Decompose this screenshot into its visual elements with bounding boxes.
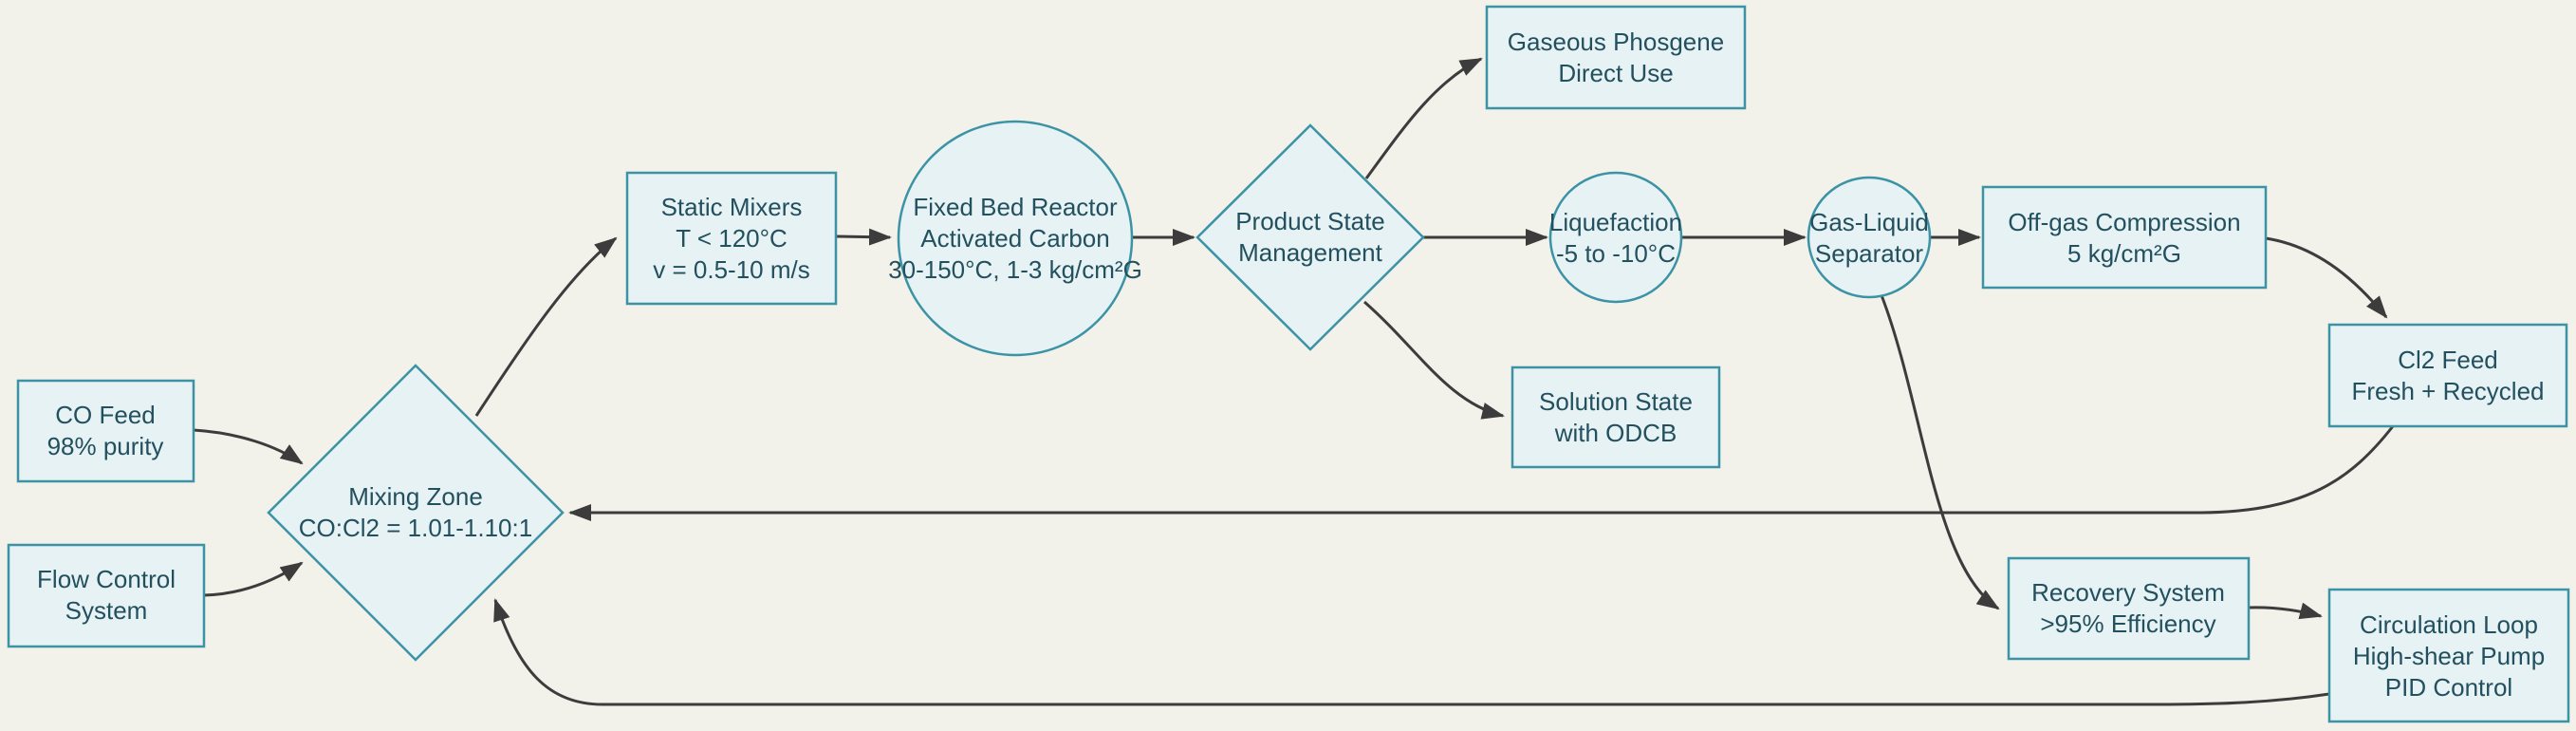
static-mixers-label-line1: Static Mixers — [661, 193, 803, 221]
cl2-feed-label-line2: Fresh + Recycled — [2351, 377, 2544, 405]
node-offgas-compression: Off-gas Compression 5 kg/cm²G — [1981, 185, 2268, 290]
recovery-system-label-line2: >95% Efficiency — [2040, 609, 2215, 638]
circulation-loop-label-line1: Circulation Loop — [2360, 610, 2538, 639]
mixing-zone-label-line1: Mixing Zone — [348, 482, 483, 511]
fixed-bed-reactor-label-line3: 30-150°C, 1-3 kg/cm²G — [888, 255, 1142, 284]
node-flow-control: Flow Control System — [7, 543, 206, 648]
offgas-compression-label-line2: 5 kg/cm²G — [2067, 239, 2181, 268]
liquefaction-shape — [1548, 171, 1683, 304]
gaseous-phosgene-label-line2: Direct Use — [1558, 59, 1673, 87]
fixed-bed-reactor-label-line1: Fixed Bed Reactor — [913, 193, 1118, 221]
edge-circulation-loop-to-mixing-zone — [493, 598, 2330, 706]
product-state-label-line2: Management — [1238, 238, 1383, 267]
circulation-loop-label-line2: High-shear Pump — [2353, 642, 2545, 670]
edge-flow-control-to-mixing-zone — [203, 561, 304, 597]
gaseous-phosgene-shape — [1485, 5, 1747, 110]
flow-control-label-line1: Flow Control — [37, 565, 176, 593]
static-mixers-label-line3: v = 0.5-10 m/s — [653, 255, 809, 284]
co-feed-shape — [16, 379, 195, 483]
flow-control-label-line2: System — [65, 596, 148, 625]
edge-gas-liquid-separator-to-recovery-system — [1880, 294, 2000, 610]
liquefaction-label-line2: -5 to -10°C — [1556, 239, 1676, 268]
product-state-shape — [1195, 123, 1425, 351]
node-gas-liquid-separator: Gas-Liquid Separator — [1807, 176, 1932, 299]
node-co-feed: CO Feed 98% purity — [16, 379, 195, 483]
liquefaction-label-line1: Liquefaction — [1549, 208, 1682, 236]
cl2-feed-label-line1: Cl2 Feed — [2398, 346, 2498, 374]
node-gaseous-phosgene: Gaseous Phosgene Direct Use — [1485, 5, 1747, 110]
edge-product-state-to-solution-state — [1363, 300, 1505, 420]
node-cl2-feed: Cl2 Feed Fresh + Recycled — [2327, 323, 2568, 428]
product-state-label-line1: Product State — [1235, 207, 1385, 235]
static-mixers-shape — [625, 171, 838, 306]
recovery-system-label-line1: Recovery System — [2031, 578, 2225, 607]
node-static-mixers: Static Mixers T < 120°C v = 0.5-10 m/s — [625, 171, 838, 306]
co-feed-label-line1: CO Feed — [55, 401, 156, 429]
edge-mixing-zone-to-static-mixers — [474, 236, 618, 417]
edges-layer — [193, 57, 2395, 706]
edge-static-mixers-to-fixed-bed-reactor — [835, 228, 892, 246]
mixing-zone-shape — [267, 364, 565, 662]
edge-product-state-to-gaseous-phosgene — [1364, 57, 1483, 179]
node-recovery-system: Recovery System >95% Efficiency — [2007, 556, 2251, 661]
solution-state-label-line1: Solution State — [1539, 387, 1693, 416]
gas-liquid-separator-label-line2: Separator — [1815, 239, 1924, 268]
fixed-bed-reactor-label-line2: Activated Carbon — [920, 224, 1109, 253]
edge-co-feed-to-mixing-zone — [193, 428, 304, 465]
mixing-zone-label-line2: CO:Cl2 = 1.01-1.10:1 — [299, 514, 532, 542]
solution-state-label-line2: with ODCB — [1554, 419, 1677, 447]
node-fixed-bed-reactor: Fixed Bed Reactor Activated Carbon 30-15… — [888, 120, 1142, 357]
edge-offgas-compression-to-cl2-feed — [2265, 236, 2388, 319]
co-feed-label-line2: 98% purity — [47, 432, 164, 460]
node-circulation-loop: Circulation Loop High-shear Pump PID Con… — [2327, 588, 2570, 723]
offgas-compression-shape — [1981, 185, 2268, 290]
recovery-system-shape — [2007, 556, 2251, 661]
flow-control-shape — [7, 543, 206, 648]
gas-liquid-separator-shape — [1807, 176, 1932, 299]
edge-recovery-system-to-circulation-loop — [2248, 602, 2323, 620]
offgas-compression-label-line1: Off-gas Compression — [2008, 208, 2240, 236]
circulation-loop-shape — [2327, 588, 2570, 723]
gas-liquid-separator-label-line1: Gas-Liquid — [1809, 208, 1929, 236]
static-mixers-label-line2: T < 120°C — [676, 224, 788, 253]
node-solution-state: Solution State with ODCB — [1510, 366, 1721, 469]
node-product-state: Product State Management — [1195, 123, 1425, 351]
node-mixing-zone: Mixing Zone CO:Cl2 = 1.01-1.10:1 — [267, 364, 565, 662]
fixed-bed-reactor-shape — [897, 120, 1134, 357]
edge-cl2-feed-to-mixing-zone — [568, 425, 2395, 521]
circulation-loop-label-line3: PID Control — [2385, 673, 2512, 702]
solution-state-shape — [1510, 366, 1721, 469]
node-liquefaction: Liquefaction -5 to -10°C — [1548, 171, 1683, 304]
gaseous-phosgene-label-line1: Gaseous Phosgene — [1508, 28, 1724, 56]
cl2-feed-shape — [2327, 323, 2568, 428]
